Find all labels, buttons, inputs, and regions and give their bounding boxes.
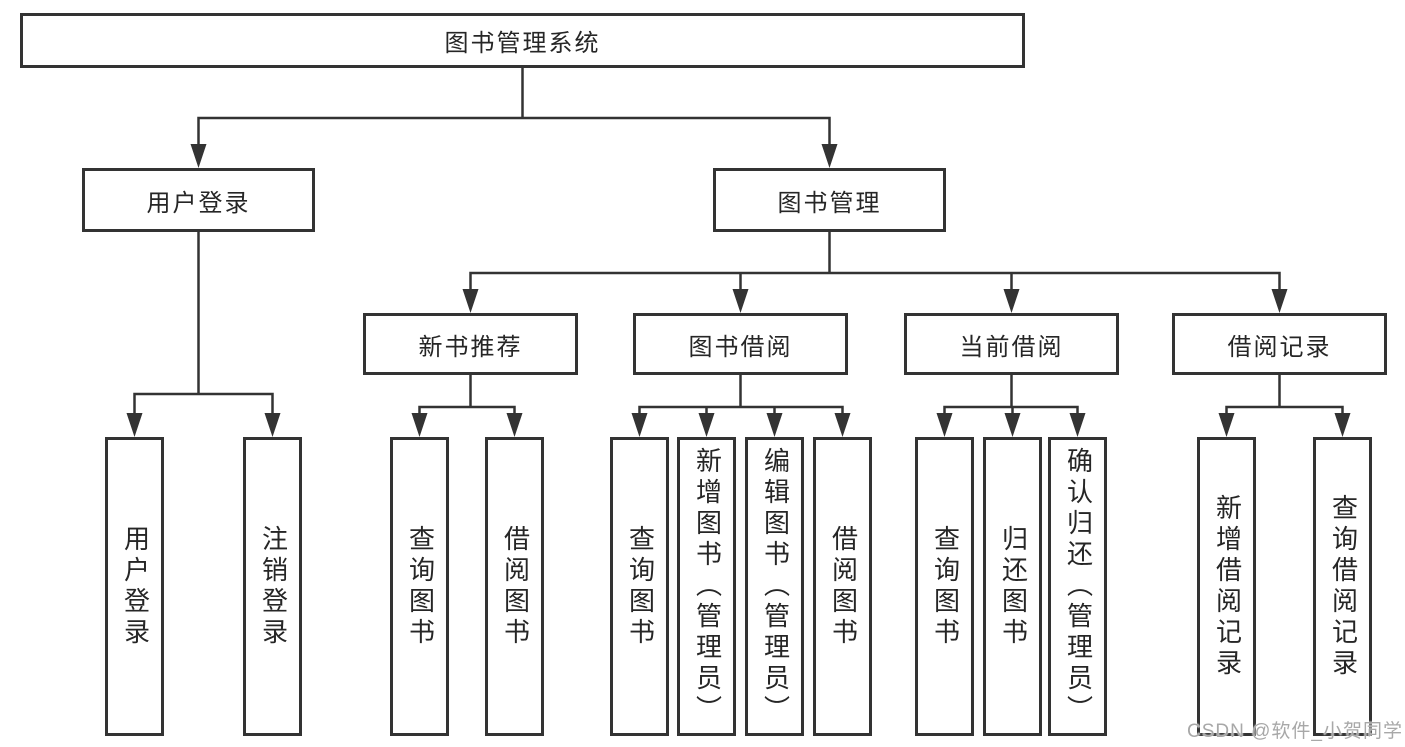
- leaf-label: 归还图书: [998, 524, 1029, 649]
- node-book-management: 图书管理: [713, 168, 946, 232]
- node-user-login: 用户登录: [82, 168, 315, 232]
- csdn-watermark: CSDN @软件_小贺同学: [1187, 721, 1403, 742]
- leaf-label: 注销登录: [258, 524, 289, 649]
- leaf-query-borrow-record: 查询借阅记录: [1313, 437, 1372, 736]
- node-label: 当前借阅: [959, 333, 1064, 361]
- leaf-label: 借阅图书: [828, 524, 859, 649]
- node-label: 图书管理: [777, 189, 882, 217]
- leaf-label: 借阅图书: [500, 524, 531, 649]
- leaf-newbook-query-books: 查询图书: [390, 437, 449, 736]
- node-label: 图书管理系统: [444, 30, 601, 57]
- node-book-borrowing: 图书借阅: [633, 313, 848, 375]
- leaf-current-query-books: 查询图书: [915, 437, 974, 736]
- leaf-label: 查询图书: [625, 524, 656, 649]
- arrowheads: [126, 144, 1351, 437]
- node-label: 新书推荐: [418, 333, 523, 361]
- node-current-borrowing: 当前借阅: [904, 313, 1119, 375]
- leaf-newbook-borrow-books: 借阅图书: [485, 437, 544, 736]
- leaf-user-login: 用户登录: [105, 437, 164, 736]
- leaf-label: 编辑图书（管理员）: [760, 447, 791, 726]
- node-label: 用户登录: [146, 189, 251, 217]
- leaf-label: 确认归还（管理员）: [1063, 447, 1094, 726]
- leaf-logout: 注销登录: [243, 437, 302, 736]
- node-library-management-system: 图书管理系统: [20, 13, 1025, 68]
- leaf-add-books-admin: 新增图书（管理员）: [677, 437, 736, 736]
- leaf-return-books: 归还图书: [983, 437, 1042, 736]
- leaf-add-borrow-record: 新增借阅记录: [1197, 437, 1256, 736]
- leaf-label: 查询图书: [930, 524, 961, 649]
- leaf-label: 新增借阅记录: [1212, 493, 1243, 680]
- leaf-label: 用户登录: [120, 524, 151, 649]
- leaf-label: 查询借阅记录: [1328, 493, 1359, 680]
- leaf-borrowing-query-books: 查询图书: [610, 437, 669, 736]
- node-label: 图书借阅: [688, 333, 793, 361]
- leaf-label: 新增图书（管理员）: [692, 447, 723, 726]
- node-borrowing-records: 借阅记录: [1172, 313, 1387, 375]
- node-label: 借阅记录: [1227, 333, 1332, 361]
- leaf-label: 查询图书: [405, 524, 436, 649]
- leaf-confirm-return-admin: 确认归还（管理员）: [1048, 437, 1107, 736]
- leaf-edit-books-admin: 编辑图书（管理员）: [745, 437, 804, 736]
- node-new-book-recommendation: 新书推荐: [363, 313, 578, 375]
- leaf-borrowing-borrow-books: 借阅图书: [813, 437, 872, 736]
